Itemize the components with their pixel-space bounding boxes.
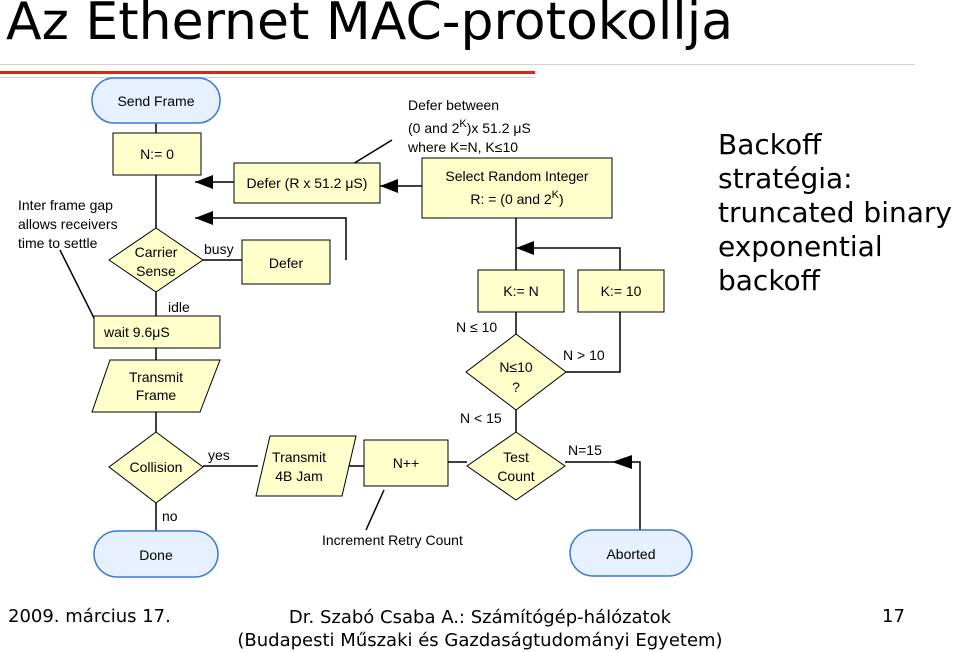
arrowhead-defer-r [195,175,213,189]
defer-between-line3: where K=N, K≤10 [407,139,518,155]
k-eq-n-label: K:= N [503,283,538,299]
n-le-10-line2: ? [512,379,520,395]
ifg-note-line2: allows receivers [18,216,118,232]
footer-page-number: 17 [882,606,905,627]
k-eq-10-label: K:= 10 [601,283,642,299]
title-accent-bar [0,71,535,74]
send-frame-label: Send Frame [117,93,194,109]
footer-author: Dr. Szabó Csaba A.: Számítógép-hálózatok… [0,606,960,652]
note-pointer-ifg [59,249,101,331]
n-eq-15-label: N=15 [568,442,602,458]
select-random-line1: Select Random Integer [445,168,589,184]
carrier-sense-line2: Sense [136,263,176,279]
defer-between-line1: Defer between [408,97,499,113]
transmit-jam-line1: Transmit [272,449,326,465]
transmit-frame-line1: Transmit [129,369,183,385]
aborted-label: Aborted [606,546,655,562]
done-node [93,530,219,578]
side-text-line: Backoff [718,128,822,161]
select-random-node [421,157,613,219]
no-label: no [162,508,178,524]
defer-node [241,239,331,285]
transmit-frame-node [91,359,221,413]
slide-title: Az Ethernet MAC-protokollja [6,0,734,52]
select-random-line2: R: = (0 and 2K) [470,189,563,207]
arrowhead-n15 [612,455,632,469]
side-text-line: backoff [718,264,820,297]
edge-n-gt-10 [566,312,621,373]
test-count-line1: Test [503,449,529,465]
send-frame-node [91,77,221,124]
transmit-jam-node [255,435,357,497]
side-text-line: exponential [718,230,883,263]
footer-author-line1: Dr. Szabó Csaba A.: Számítógép-hálózatok [288,607,672,628]
footer-date: 2009. március 17. [8,606,171,627]
n-init-label: N:= 0 [140,146,174,162]
n-inc-node [363,439,449,487]
collision-node [108,431,204,504]
mac-protocol-flowchart: Send Frame N:= 0 Defer (R x 51.2 μS) Def… [18,77,693,578]
wait-label: wait 9.6μS [103,324,170,340]
idle-label: idle [168,299,190,315]
carrier-sense-line1: Carrier [135,244,178,260]
n-gt-10-label: N > 10 [563,347,605,363]
wait-node [93,315,221,349]
busy-label: busy [204,241,234,257]
edge-defer-loop [195,217,347,260]
edge-k10-to-random [515,218,621,270]
transmit-jam-line2: 4B Jam [275,468,322,484]
title-divider-lower [0,77,535,78]
k-eq-n-node [477,269,565,313]
n-le-10-line1: N≤10 [499,359,533,375]
defer-r-node [233,162,381,204]
aborted-node [569,529,693,577]
test-count-node [466,431,566,501]
transmit-frame-line2: Frame [136,387,177,403]
n-le-10-node [465,333,567,411]
note-pointer-retry [365,489,385,531]
collision-label: Collision [130,459,183,475]
carrier-sense-node [108,227,204,293]
defer-between-line2: (0 and 2K)x 51.2 μS [408,118,531,136]
defer-label: Defer [269,255,304,271]
arrowhead-random [380,179,398,193]
arrowhead-k [516,241,534,255]
arrowhead-defer [195,211,213,225]
side-text-line: stratégia: [718,162,853,195]
n-init-node [112,132,202,176]
edge-n15 [565,461,641,530]
k-eq-10-node [577,269,665,313]
ifg-note-line3: time to settle [18,235,98,251]
n-le-10-top-label: N ≤ 10 [456,319,497,335]
done-label: Done [139,547,173,563]
n-inc-label: N++ [393,455,419,471]
side-text-line: truncated binary [718,196,952,229]
ifg-note-line1: Inter frame gap [18,197,113,213]
n-lt-15-label: N < 15 [460,410,502,426]
defer-r-label: Defer (R x 51.2 μS) [247,175,368,191]
yes-label: yes [208,447,230,463]
increment-retry-label: Increment Retry Count [322,532,463,548]
footer-author-line2: (Budapesti Műszaki és Gazdaságtudományi … [237,630,723,651]
test-count-line2: Count [497,468,534,484]
title-divider [0,64,915,65]
backoff-description: Backoff stratégia: truncated binary expo… [718,128,952,298]
